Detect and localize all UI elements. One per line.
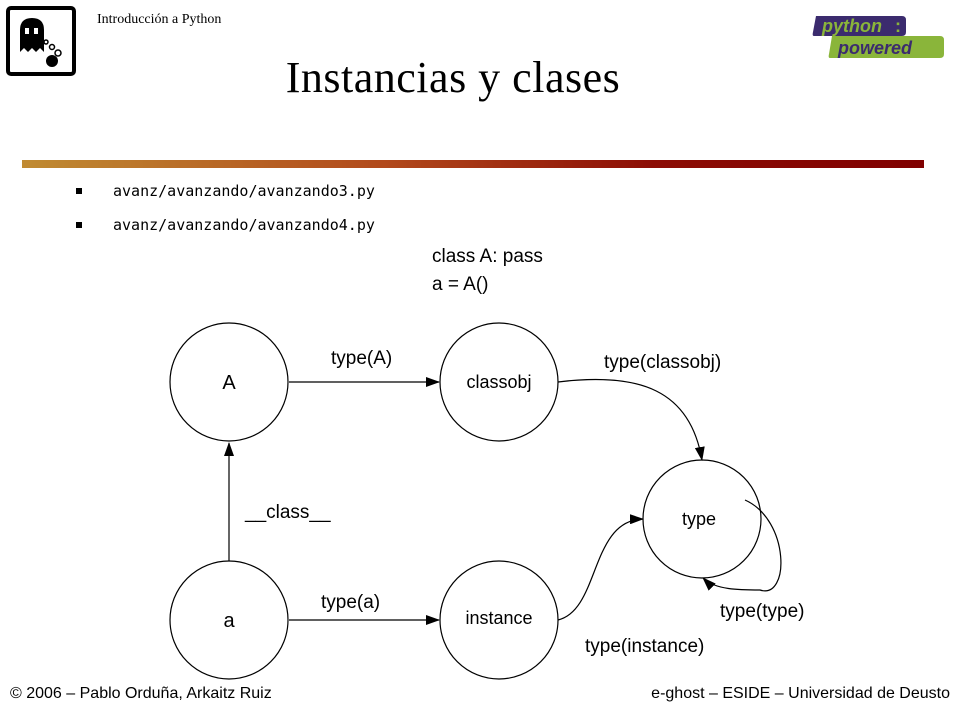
footer-copyright: © 2006 – Pablo Orduña, Arkaitz Ruiz (10, 685, 272, 702)
bullet-text: avanz/avanzando/avanzando4.py (113, 216, 375, 234)
svg-text::: : (895, 16, 901, 36)
edge-label: type(a) (321, 592, 380, 613)
bullet-item: avanz/avanzando/avanzando3.py (76, 178, 375, 212)
edge-label: __class__ (244, 502, 331, 523)
node-label: a (223, 610, 235, 632)
edge-label: type(classobj) (604, 352, 721, 373)
class-instance-diagram: class A: pass a = A() A classobj type a … (169, 246, 804, 680)
node-label: instance (465, 608, 532, 628)
bullet-list: avanz/avanzando/avanzando3.py avanz/avan… (76, 178, 375, 246)
bullet-text: avanz/avanzando/avanzando3.py (113, 182, 375, 200)
edge-label: type(instance) (585, 636, 704, 657)
node-a: a (169, 560, 289, 680)
edge-label: type(A) (331, 348, 392, 369)
edge-type-classobj (557, 378, 705, 461)
footer-organization: e-ghost – ESIDE – Universidad de Deusto (651, 685, 950, 702)
code-line-assign: a = A() (432, 274, 489, 295)
node-label: A (222, 372, 236, 394)
ghost-logo-icon (6, 6, 76, 76)
course-title: Introducción a Python (97, 12, 222, 27)
bullet-item: avanz/avanzando/avanzando4.py (76, 212, 375, 246)
node-A: A (169, 322, 289, 442)
code-line-class: class A: pass (432, 246, 543, 267)
edge-label: type(type) (720, 601, 804, 622)
title-divider (22, 160, 924, 168)
node-label: classobj (466, 372, 531, 392)
edge-type-type (702, 499, 782, 592)
node-instance: instance (439, 560, 559, 680)
bullet-square-icon (76, 188, 82, 194)
bullet-square-icon (76, 222, 82, 228)
edge-type-instance (557, 514, 644, 621)
node-classobj: classobj (439, 322, 559, 442)
badge-line2: powered (837, 38, 913, 58)
badge-line1: python (821, 16, 882, 36)
node-label: type (682, 509, 716, 529)
page-title: Instancias y clases (285, 53, 621, 102)
node-type: type (642, 459, 762, 579)
python-powered-logo: python : powered (812, 16, 944, 58)
